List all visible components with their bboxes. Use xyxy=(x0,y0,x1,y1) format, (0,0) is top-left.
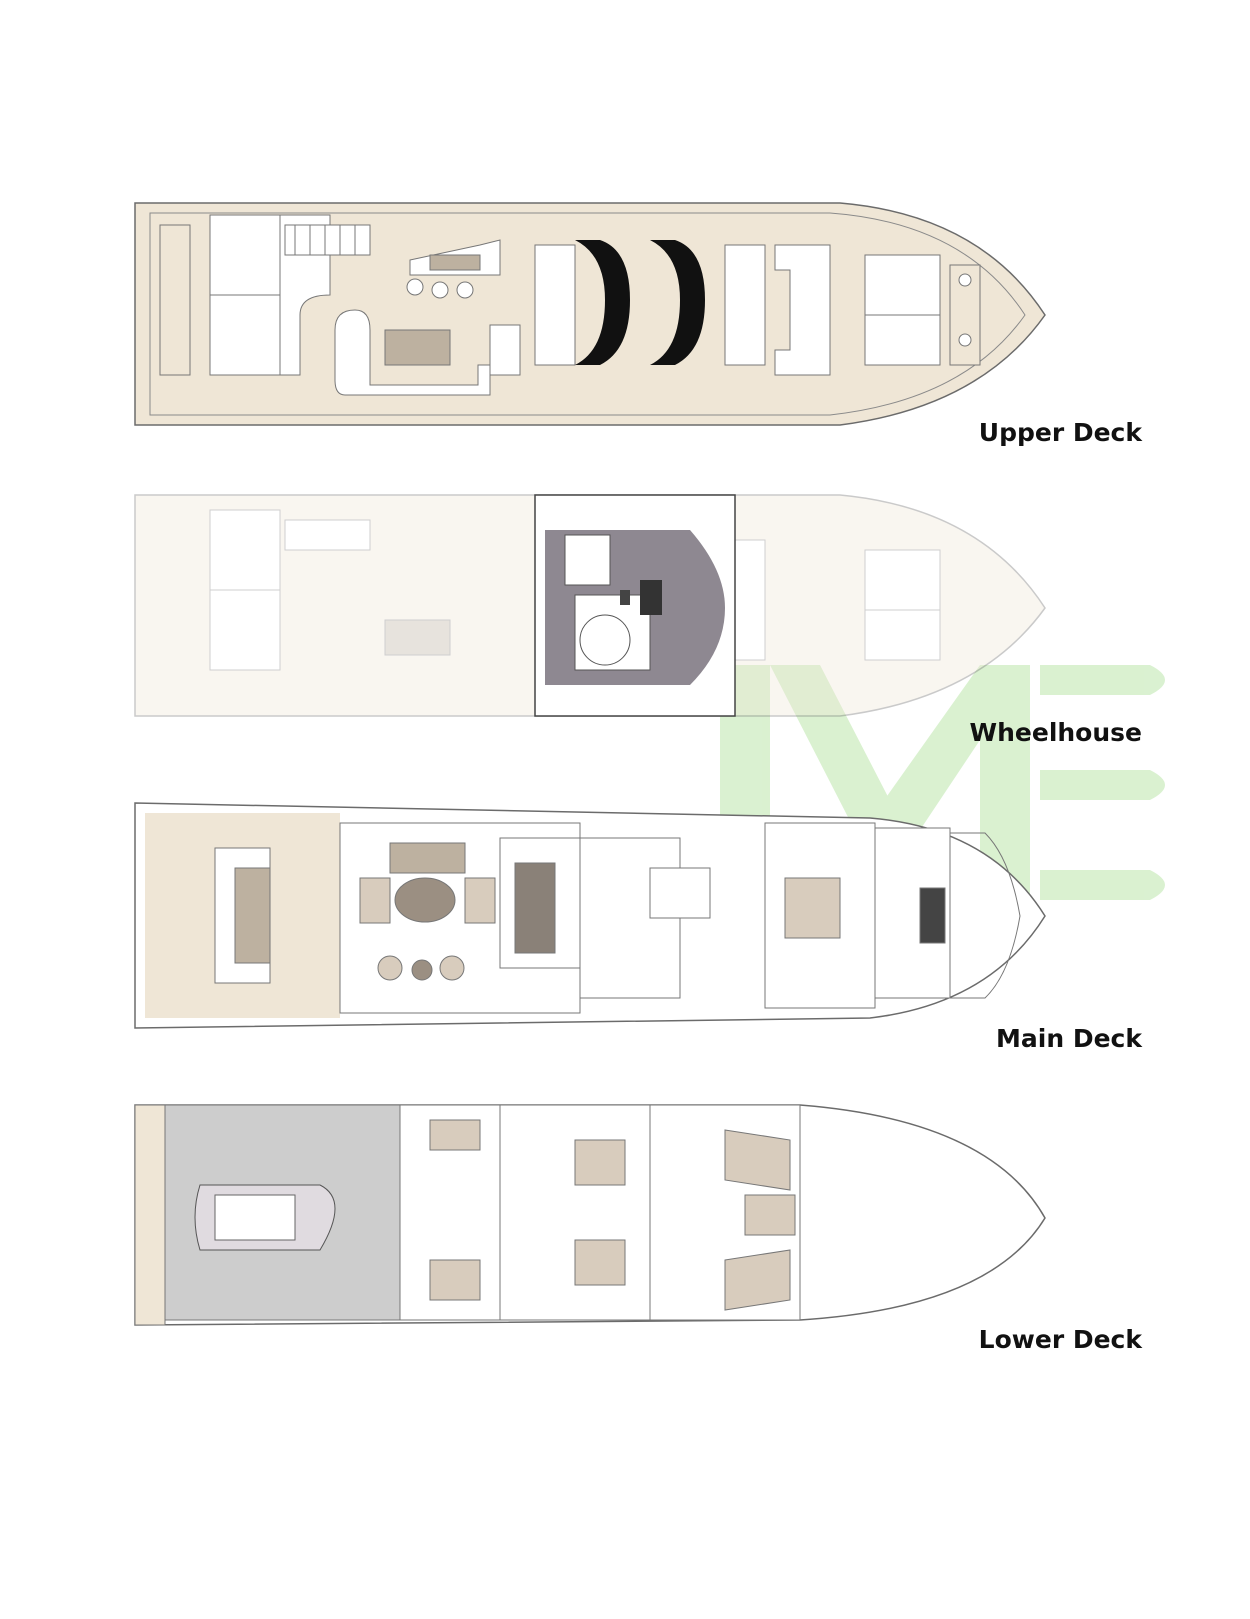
wheelhouse-label: Wheelhouse xyxy=(969,718,1142,747)
lounge-sofa xyxy=(334,309,521,396)
wheelhouse-plan xyxy=(134,494,1046,717)
sunroof xyxy=(534,240,766,366)
lower-deck-plan xyxy=(134,1104,1046,1326)
stairs xyxy=(284,224,371,256)
lower-deck-label: Lower Deck xyxy=(978,1325,1142,1354)
upper-deck-label: Upper Deck xyxy=(978,418,1142,447)
main-deck-plan xyxy=(134,802,1046,1029)
foredeck-seating xyxy=(774,244,981,376)
main-deck-label: Main Deck xyxy=(996,1024,1142,1053)
wheelhouse-module xyxy=(534,494,736,717)
upper-deck-plan xyxy=(134,202,1046,426)
bar-counter xyxy=(406,239,501,299)
